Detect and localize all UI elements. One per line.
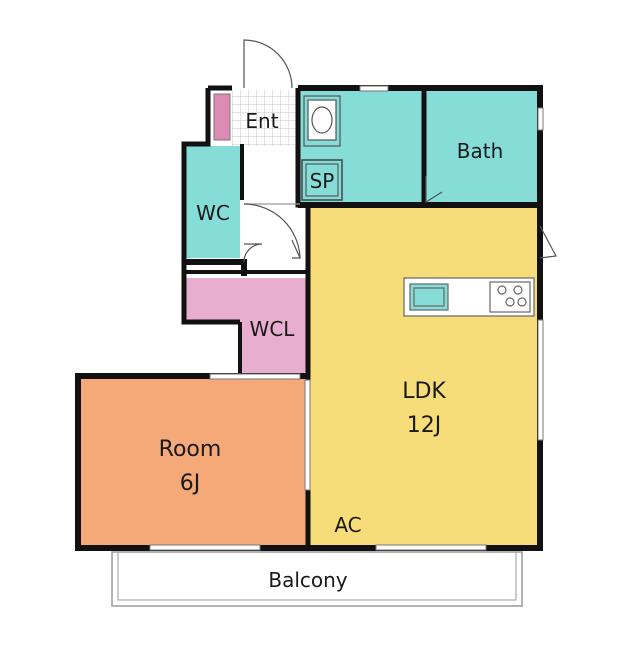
toilet-label: WC [196,201,230,225]
closet-label: WCL [250,317,296,341]
kitchen-counter [403,277,535,317]
room-label: Room [159,437,222,462]
entrance-label: Ent [245,109,278,133]
shoe-box [213,93,231,141]
walls [75,85,543,551]
room-size: 6J [180,471,201,496]
balcony [111,551,523,607]
closet-area [186,278,306,374]
toilet-area [186,146,240,258]
ldk-size: 12J [407,413,441,438]
washbasin [303,95,341,147]
doors [243,39,557,263]
balcony-label: Balcony [268,568,347,592]
room-area [80,378,306,546]
ldk-label: LDK [402,379,446,404]
sink-space-label: SP [310,169,335,193]
bath-label: Bath [457,139,504,163]
entrance-floor [232,90,298,146]
ac-label: AC [334,513,361,537]
windows [149,85,544,551]
sink-space-box [301,159,343,201]
bath-area [426,90,538,202]
ldk-area [310,205,538,546]
